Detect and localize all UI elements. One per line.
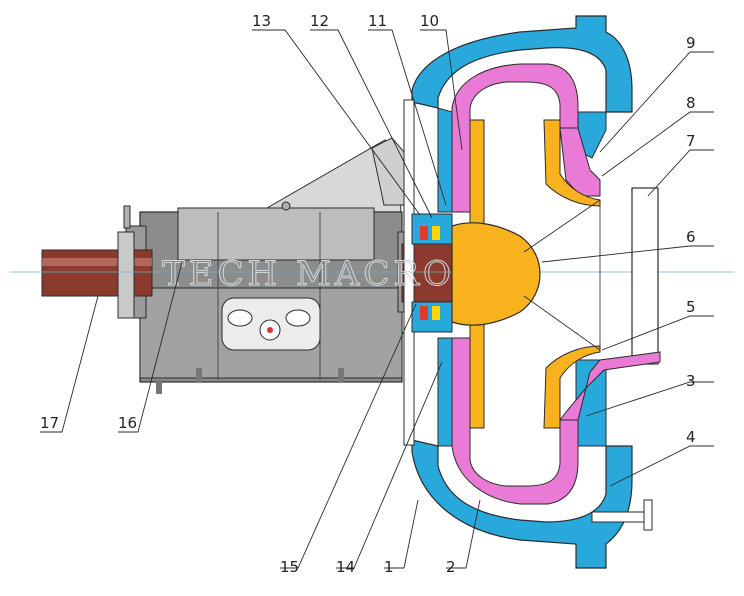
callout-9: 9 xyxy=(686,34,696,52)
casing-lower xyxy=(411,439,633,569)
callout-15: 15 xyxy=(280,558,299,576)
callout-7: 7 xyxy=(686,132,696,150)
callout-2: 2 xyxy=(446,558,456,576)
casing-lower-inner-wall xyxy=(437,337,453,447)
pump-casing xyxy=(403,15,659,569)
callout-3: 3 xyxy=(686,372,696,390)
shaft xyxy=(10,231,734,319)
watermark: TECH MACRO xyxy=(162,254,455,294)
throatbush-liner-lower xyxy=(559,351,661,421)
frame-plate xyxy=(403,99,415,446)
leader-lines xyxy=(40,29,714,569)
liners xyxy=(451,63,661,505)
callout-5: 5 xyxy=(686,298,696,316)
callout-4: 4 xyxy=(686,428,696,446)
callout-8: 8 xyxy=(686,94,696,112)
impeller xyxy=(451,119,601,429)
callout-1: 1 xyxy=(384,558,394,576)
callout-12: 12 xyxy=(310,12,329,30)
callout-14: 14 xyxy=(336,558,355,576)
callout-10: 10 xyxy=(420,12,439,30)
callout-13: 13 xyxy=(252,12,271,30)
callout-16: 16 xyxy=(118,414,137,432)
callout-labels: 1 2 3 4 5 6 7 8 9 10 11 12 13 14 15 16 1… xyxy=(40,12,696,576)
casing-upper-inner-wall xyxy=(437,107,453,213)
shaft-seal xyxy=(411,213,453,333)
suction-flange xyxy=(631,187,659,365)
callout-6: 6 xyxy=(686,228,696,246)
bearing-housing-top-band xyxy=(177,207,375,261)
casing-upper xyxy=(411,15,633,113)
impeller-hub xyxy=(451,222,541,326)
callout-11: 11 xyxy=(368,12,387,30)
callout-17: 17 xyxy=(40,414,59,432)
throatbush-liner-upper xyxy=(559,127,601,197)
